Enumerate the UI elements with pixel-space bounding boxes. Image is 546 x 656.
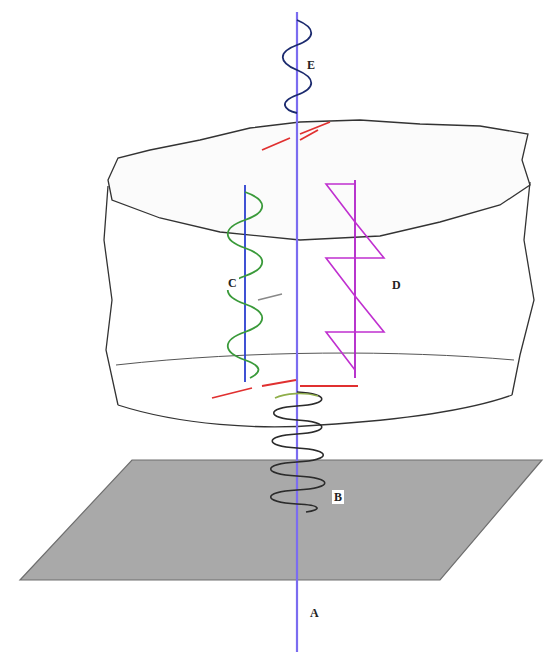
crystal-side: [104, 186, 118, 405]
crystal-top: [108, 120, 530, 240]
grey-component: [258, 294, 282, 300]
red-component: [300, 385, 358, 387]
ray-d-axis: [354, 180, 356, 378]
callout-letter: A: [308, 606, 321, 620]
wave-b-green: [275, 394, 318, 398]
wave-b: [271, 392, 325, 512]
callout-letter: C: [226, 276, 239, 290]
polarizer-plane: [20, 460, 542, 580]
wave-d: [326, 184, 384, 370]
red-component: [300, 130, 318, 140]
ray-c-axis: [244, 185, 246, 382]
crystal-back-edge: [116, 353, 514, 365]
callout-letter: E: [305, 58, 317, 72]
callout-letter: D: [390, 278, 403, 292]
callout-letter: B: [332, 490, 344, 504]
light-axis: [296, 12, 298, 652]
crystal-side: [512, 182, 534, 395]
red-component: [262, 122, 330, 150]
